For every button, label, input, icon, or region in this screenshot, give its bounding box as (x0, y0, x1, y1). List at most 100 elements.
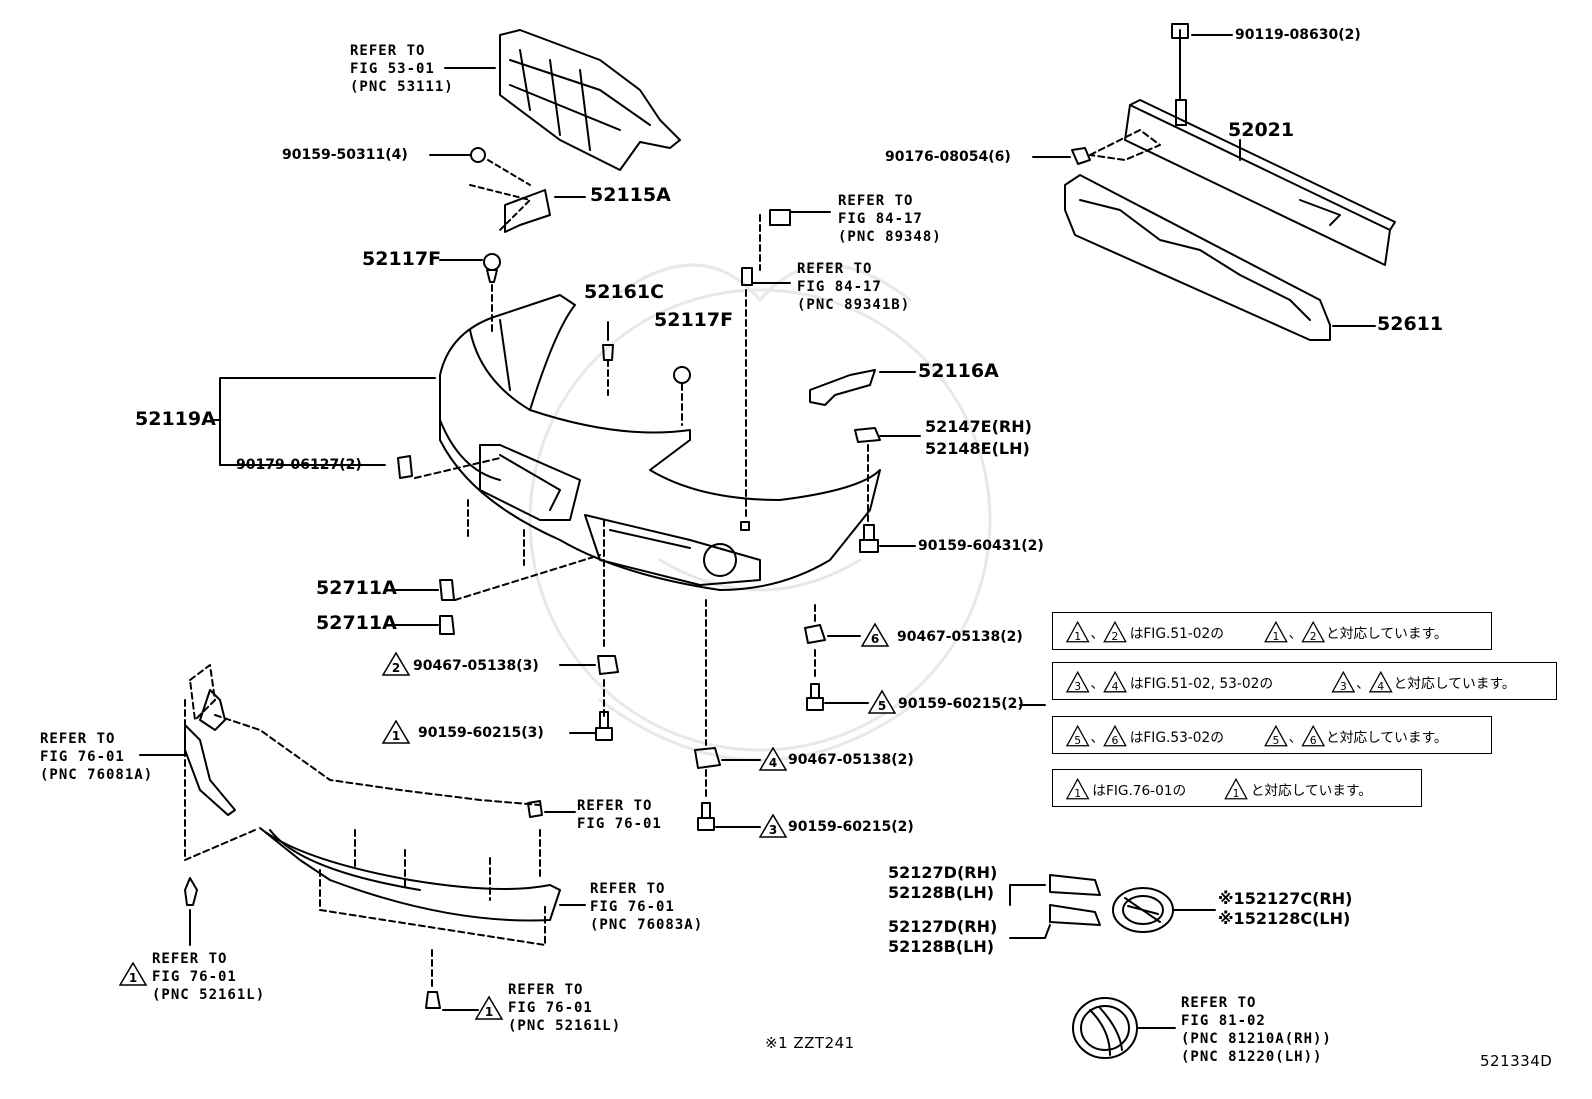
note-text: と対応しています。 (1251, 783, 1372, 799)
ref-line: (PNC 89341B) (797, 297, 911, 313)
label-90467-05138-3[interactable]: 90467-05138(3) (413, 658, 539, 674)
label-52021[interactable]: 52021 (1228, 119, 1295, 141)
note-mark: 1 (1074, 630, 1081, 643)
note-mark: 5 (1272, 734, 1279, 747)
tri-3: 3 (769, 823, 777, 837)
ref-line: REFER TO (508, 982, 584, 998)
ref-line: (PNC 53111) (350, 79, 454, 95)
note-text: はFIG.76-01の (1092, 783, 1186, 799)
note-text: と対応しています。 (1326, 730, 1448, 746)
label-ref-76-01-d[interactable]: REFER TO FIG 76-01 (PNC 52161L) (152, 950, 265, 1004)
note-mark: 1 (1074, 787, 1081, 800)
ref-line: FIG 84-17 (838, 211, 923, 227)
note-mark: 3 (1074, 680, 1081, 693)
ref-line: REFER TO (350, 43, 426, 59)
watermark-emblem (528, 263, 992, 762)
label-52127D-b[interactable]: 52127D(RH) (888, 917, 998, 936)
tri-11a: 1 (129, 971, 137, 985)
label-52711A-a[interactable]: 52711A (316, 577, 397, 599)
label-ref-76-01-c[interactable]: REFER TO FIG 76-01 (PNC 76083A) (590, 880, 703, 934)
label-ref-53-01[interactable]: REFER TO FIG 53-01 (PNC 53111) (350, 42, 454, 96)
label-90159-60215-3b[interactable]: 90159-60215(2) (788, 819, 914, 835)
note-text: はFIG.53-02の (1130, 730, 1224, 746)
triangle-markers (118, 622, 897, 1020)
reinforcement-beam (1124, 99, 1396, 266)
label-52127C[interactable]: ※152127C(RH) (1218, 889, 1353, 908)
ref-line: FIG 81-02 (1181, 1013, 1266, 1029)
note-mark: 1 (1272, 630, 1279, 643)
label-52127D-a[interactable]: 52127D(RH) (888, 863, 998, 882)
note-text: 、 (1090, 626, 1104, 642)
ref-line: (PNC 52161L) (152, 987, 266, 1003)
label-52128C[interactable]: ※152128C(LH) (1218, 909, 1351, 928)
ref-line: REFER TO (40, 731, 116, 747)
ref-line: REFER TO (838, 193, 914, 209)
ref-line: (PNC 81220(LH)) (1181, 1049, 1323, 1065)
label-ref-84-17-b[interactable]: REFER TO FIG 84-17 (PNC 89341B) (797, 260, 910, 314)
note-text: 、 (1090, 730, 1104, 746)
tri-2: 2 (392, 661, 400, 675)
ref-line: (PNC 76081A) (40, 767, 154, 783)
diagram-id: 521334D (1480, 1052, 1553, 1070)
label-52611[interactable]: 52611 (1377, 313, 1444, 335)
grille-part (499, 29, 681, 171)
tri-1: 1 (392, 729, 400, 743)
label-90159-60215-3[interactable]: 90159-60215(3) (418, 725, 544, 741)
label-90176-08054[interactable]: 90176-08054(6) (885, 149, 1011, 165)
note-mark: 2 (1310, 630, 1317, 643)
label-90159-60215-5[interactable]: 90159-60215(2) (898, 696, 1024, 712)
ref-line: REFER TO (152, 951, 228, 967)
label-52161C[interactable]: 52161C (584, 281, 665, 303)
ref-line: REFER TO (590, 881, 666, 897)
ref-line: FIG 76-01 (508, 1000, 593, 1016)
note-mark: 6 (1310, 734, 1317, 747)
label-ref-76-01-b[interactable]: REFER TO FIG 76-01 (577, 797, 662, 833)
ref-line: FIG 76-01 (577, 816, 662, 832)
ref-line: FIG 76-01 (152, 969, 237, 985)
tri-5: 5 (878, 699, 886, 713)
tri-4: 4 (769, 756, 777, 770)
label-52711A-b[interactable]: 52711A (316, 612, 397, 634)
label-52128B-a[interactable]: 52128B(LH) (888, 883, 995, 902)
label-ref-76-01-e[interactable]: REFER TO FIG 76-01 (PNC 52161L) (508, 981, 621, 1035)
label-52116A[interactable]: 52116A (918, 360, 999, 382)
note-box-4: 1 1 はFIG.76-01の と対応しています。 (1052, 769, 1422, 807)
ref-line: (PNC 76083A) (590, 917, 704, 933)
label-52117F-a[interactable]: 52117F (362, 248, 442, 270)
note-mark: 4 (1112, 680, 1119, 693)
label-90119-08630[interactable]: 90119-08630(2) (1235, 27, 1361, 43)
label-52119A[interactable]: 52119A (135, 408, 216, 430)
note-mark: 4 (1377, 680, 1384, 693)
tri-11b: 1 (485, 1005, 493, 1019)
label-90179-06127[interactable]: 90179-06127(2) (236, 457, 362, 473)
note-mark: 1 (1233, 787, 1240, 800)
note-mark: 6 (1112, 734, 1119, 747)
label-90467-05138-6[interactable]: 90467-05138(2) (897, 629, 1023, 645)
label-52147E[interactable]: 52147E(RH) (925, 417, 1032, 436)
label-ref-76-01-a[interactable]: REFER TO FIG 76-01 (PNC 76081A) (40, 730, 153, 784)
ref-line: (PNC 52161L) (508, 1018, 622, 1034)
note-text: 、 (1289, 626, 1303, 642)
note-text: はFIG.51-02, 53-02の (1130, 676, 1273, 692)
note-text: 、 (1356, 676, 1370, 692)
ref-line: FIG 84-17 (797, 279, 882, 295)
bumper-cover (439, 294, 881, 591)
label-52128B-b[interactable]: 52128B(LH) (888, 937, 995, 956)
ref-line: REFER TO (1181, 995, 1257, 1011)
label-52117F-b[interactable]: 52117F (654, 309, 734, 331)
label-52148E[interactable]: 52148E(LH) (925, 439, 1030, 458)
label-ref-81-02[interactable]: REFER TO FIG 81-02 (PNC 81210A(RH)) (PNC… (1181, 994, 1332, 1066)
ref-line: REFER TO (797, 261, 873, 277)
note-text: と対応しています。 (1394, 676, 1516, 692)
label-90159-60431[interactable]: 90159-60431(2) (918, 538, 1044, 554)
label-90159-50311[interactable]: 90159-50311(4) (282, 147, 408, 163)
footnote: ※1 ZZT241 (765, 1034, 855, 1052)
label-90467-05138-4[interactable]: 90467-05138(2) (788, 752, 914, 768)
ref-line: REFER TO (577, 798, 653, 814)
label-52115A[interactable]: 52115A (590, 184, 671, 206)
label-ref-84-17-a[interactable]: REFER TO FIG 84-17 (PNC 89348) (838, 192, 942, 246)
